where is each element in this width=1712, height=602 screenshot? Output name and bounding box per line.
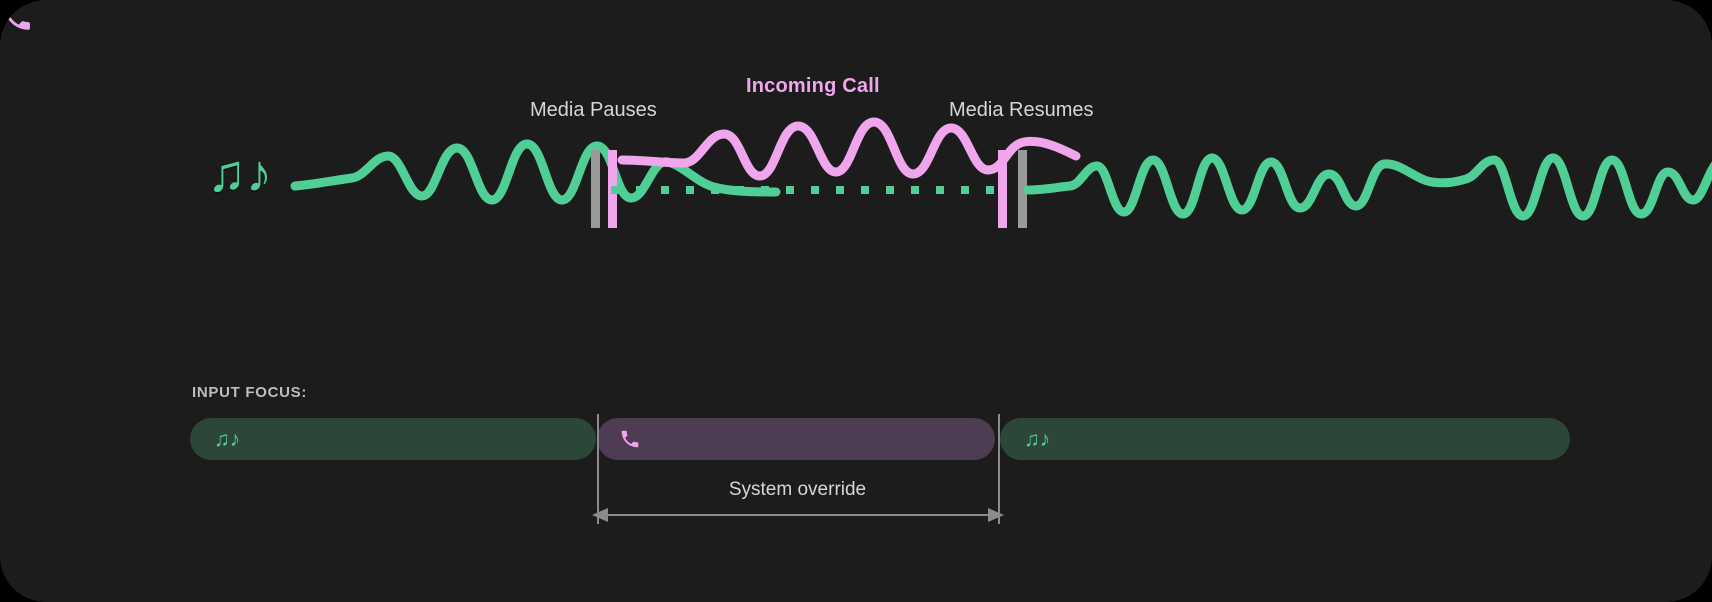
- resume-marker-pink: [998, 150, 1007, 228]
- focus-bar-call[interactable]: [597, 418, 995, 460]
- override-bracket-left: [597, 414, 599, 524]
- timeline-svg: [290, 117, 1712, 228]
- waveform-incoming-call: [617, 117, 1081, 181]
- override-bracket-right: [998, 414, 1000, 524]
- label-incoming-call: Incoming Call: [746, 75, 880, 97]
- music-notes-icon: ♫♪: [207, 145, 272, 203]
- music-notes-icon: ♫♪: [214, 427, 241, 451]
- music-notes-icon: ♫♪: [1024, 427, 1051, 451]
- focus-bar-media-before[interactable]: ♫♪: [190, 418, 596, 460]
- double-headed-arrow-icon: [592, 508, 1004, 522]
- label-media-resumes: Media Resumes: [949, 99, 1094, 121]
- waveform-timeline: ♫♪: [4, 4, 1712, 228]
- phone-handset-icon: [4, 4, 30, 30]
- waveform-media-after: [1023, 153, 1712, 221]
- label-media-pauses: Media Pauses: [530, 99, 657, 121]
- pause-marker-gray: [591, 150, 600, 228]
- media-suspended-dots: [611, 186, 994, 194]
- override-label: System override: [728, 479, 867, 500]
- focus-bar-media-after[interactable]: ♫♪: [1000, 418, 1570, 460]
- resume-marker-gray: [1018, 150, 1027, 228]
- input-focus-heading: INPUT FOCUS:: [192, 384, 308, 401]
- phone-handset-icon: [619, 428, 641, 450]
